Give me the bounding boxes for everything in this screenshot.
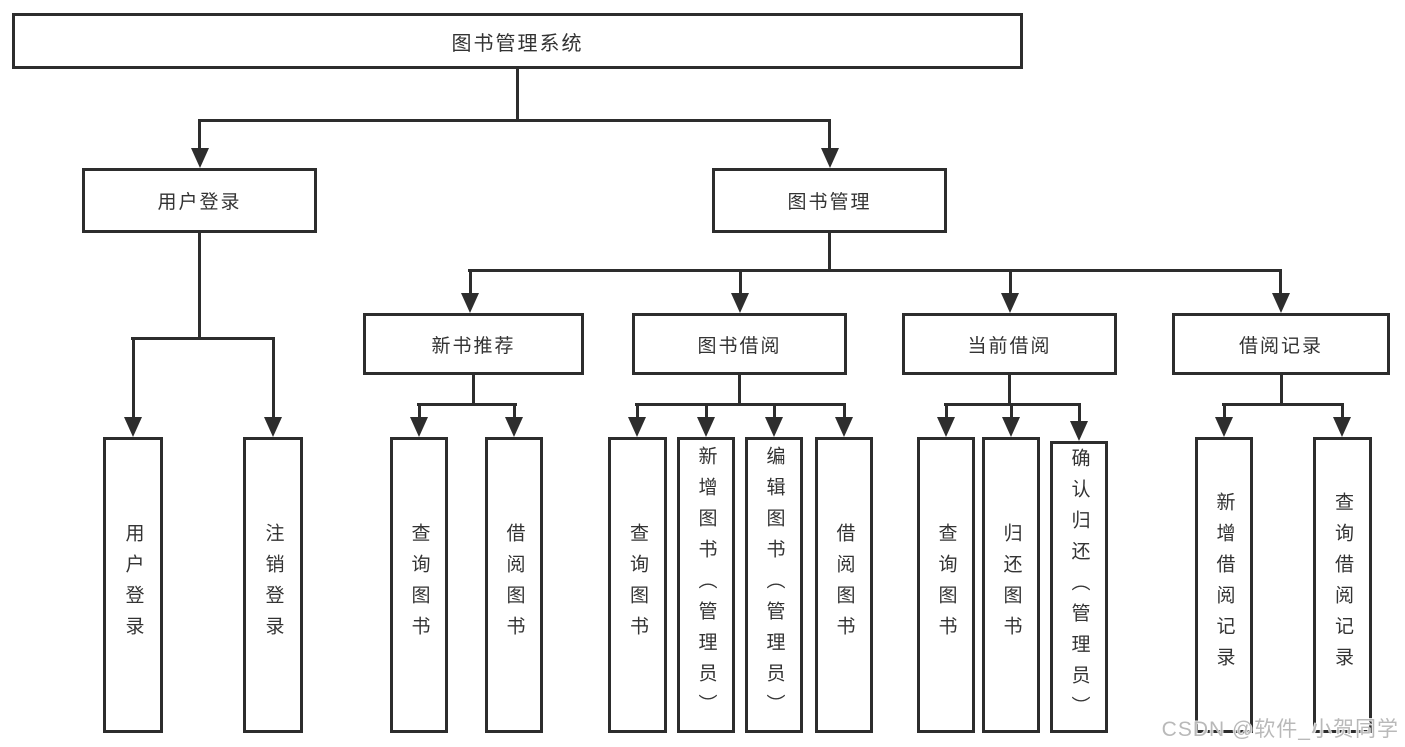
connector-hline <box>417 403 517 406</box>
connector-vline <box>469 272 472 297</box>
node-root: 图书管理系统 <box>12 13 1023 69</box>
connector-vline <box>1223 406 1226 419</box>
connector-vline <box>513 406 516 419</box>
arrow-down-icon <box>410 417 428 437</box>
arrow-down-icon <box>191 148 209 168</box>
node-borrow-records: 借阅记录 <box>1172 313 1390 375</box>
connector-vline <box>198 119 201 150</box>
connector-vline <box>739 272 742 297</box>
connector-vline <box>1010 406 1013 419</box>
connector-vline <box>1078 406 1081 423</box>
connector-vline <box>272 340 275 420</box>
connector-vline <box>705 406 708 419</box>
arrow-down-icon <box>1333 417 1351 437</box>
arrow-down-icon <box>731 293 749 313</box>
arrow-down-icon <box>505 417 523 437</box>
leaf-recommend-query-book: 查询图书 <box>390 437 448 733</box>
connector-vline <box>1009 272 1012 297</box>
connector-vline <box>828 119 831 150</box>
arrow-down-icon <box>937 417 955 437</box>
connector-vline <box>1279 272 1282 297</box>
node-current-borrow: 当前借阅 <box>902 313 1117 375</box>
arrow-down-icon <box>264 417 282 437</box>
leaf-borrow-borrow-book: 借阅图书 <box>815 437 873 733</box>
arrow-down-icon <box>1215 417 1233 437</box>
arrow-down-icon <box>1002 417 1020 437</box>
arrow-down-icon <box>821 148 839 168</box>
connector-vline <box>1008 375 1011 406</box>
connector-vline <box>132 340 135 420</box>
connector-vline <box>1341 406 1344 419</box>
leaf-current-query-book: 查询图书 <box>917 437 975 733</box>
connector-vline <box>636 406 639 419</box>
connector-vline <box>828 233 831 272</box>
node-new-book-recommend: 新书推荐 <box>363 313 584 375</box>
connector-vline <box>198 233 201 340</box>
leaf-recommend-borrow-book: 借阅图书 <box>485 437 543 733</box>
connector-hline <box>198 119 831 122</box>
leaf-borrow-query-book: 查询图书 <box>608 437 667 733</box>
connector-vline <box>843 406 846 419</box>
connector-hline <box>635 403 846 406</box>
leaf-user-login: 用户登录 <box>103 437 163 733</box>
node-book-borrow: 图书借阅 <box>632 313 847 375</box>
arrow-down-icon <box>697 417 715 437</box>
connector-hline <box>1222 403 1344 406</box>
leaf-borrow-edit-book-admin: 编辑图书（管理员） <box>745 437 803 733</box>
connector-vline <box>738 375 741 406</box>
arrow-down-icon <box>461 293 479 313</box>
connector-vline <box>472 375 475 406</box>
connector-vline <box>1280 375 1283 406</box>
connector-hline <box>944 403 1081 406</box>
leaf-current-return-book: 归还图书 <box>982 437 1040 733</box>
connector-vline <box>773 406 776 419</box>
arrow-down-icon <box>835 417 853 437</box>
leaf-borrow-add-book-admin: 新增图书（管理员） <box>677 437 735 733</box>
csdn-watermark: CSDN @软件_小贺同学 <box>1161 718 1399 741</box>
arrow-down-icon <box>1272 293 1290 313</box>
node-book-management: 图书管理 <box>712 168 947 233</box>
leaf-current-confirm-return-admin: 确认归还（管理员） <box>1050 441 1108 733</box>
leaf-records-add-record: 新增借阅记录 <box>1195 437 1253 733</box>
connector-vline <box>418 406 421 419</box>
connector-vline <box>516 69 519 121</box>
arrow-down-icon <box>1070 421 1088 441</box>
leaf-records-query-record: 查询借阅记录 <box>1313 437 1372 733</box>
arrow-down-icon <box>1001 293 1019 313</box>
connector-hline <box>131 337 275 340</box>
arrow-down-icon <box>628 417 646 437</box>
connector-hline <box>468 269 1282 272</box>
node-user-login: 用户登录 <box>82 168 317 233</box>
connector-vline <box>945 406 948 419</box>
leaf-logout: 注销登录 <box>243 437 303 733</box>
arrow-down-icon <box>124 417 142 437</box>
arrow-down-icon <box>765 417 783 437</box>
